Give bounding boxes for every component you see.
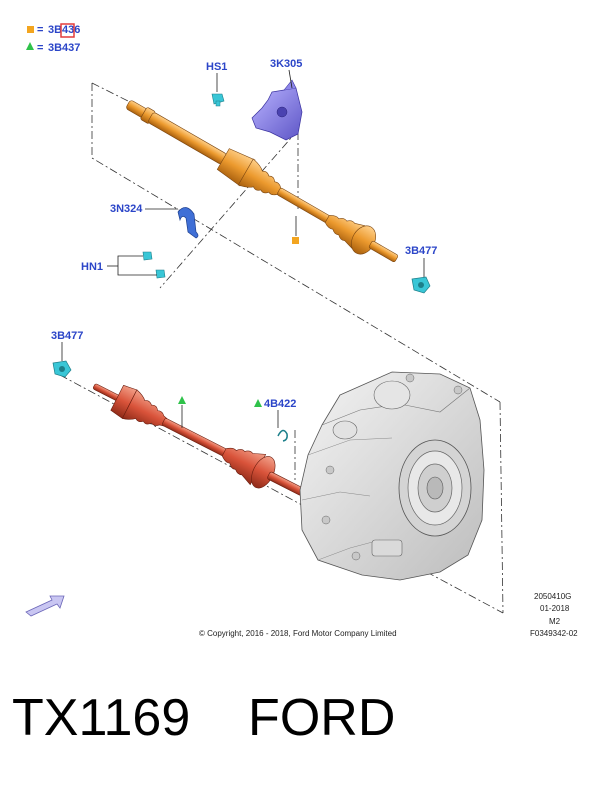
circlip-4b422-icon — [277, 429, 288, 442]
nut-3b477-upper-icon — [411, 276, 431, 294]
nut-hn1-top-icon — [142, 251, 153, 261]
label-4b422-triangle — [254, 399, 262, 407]
legend-square-ref: 3B436 — [48, 24, 80, 36]
label-hs1: HS1 — [206, 61, 227, 73]
nut-3b477-lower-icon — [52, 360, 72, 378]
label-3n324: 3N324 — [110, 203, 143, 215]
drawing-code-3: M2 — [549, 617, 561, 626]
direction-arrow-icon — [25, 595, 65, 617]
label-hn1: HN1 — [81, 261, 103, 273]
part-number-title: TX1169 FORD — [12, 689, 396, 747]
lower-drive-shaft — [93, 383, 304, 496]
legend-equals-2: = — [37, 42, 43, 54]
label-3k305: 3K305 — [270, 58, 302, 70]
legend-triangle-icon — [26, 42, 34, 50]
shaft-triangle-marker — [178, 396, 186, 404]
bracket-3k305 — [251, 79, 303, 141]
nut-hn1-bottom-icon — [155, 269, 166, 279]
copyright-text: © Copyright, 2016 - 2018, Ford Motor Com… — [199, 629, 397, 638]
clip-3n324 — [177, 207, 199, 239]
fastener-hs1-icon — [211, 93, 225, 107]
legend-triangle-ref: 3B437 — [48, 42, 80, 54]
label-4b422: 4B422 — [264, 398, 296, 410]
legend-square-icon — [27, 26, 34, 33]
label-3b477-lower: 3B477 — [51, 330, 83, 342]
exploded-parts-diagram: = 3B436 = 3B437 3K305 — [25, 23, 578, 638]
label-3b477-upper: 3B477 — [405, 245, 437, 257]
shaft-square-marker — [292, 237, 299, 244]
drawing-code-1: 2050410G — [534, 592, 571, 601]
transmission-housing — [299, 371, 485, 581]
legend-highlight-box — [60, 23, 75, 38]
drawing-code-2: 01-2018 — [540, 604, 570, 613]
legend: = 3B436 = 3B437 — [26, 23, 80, 54]
drawing-code-4: F0349342-02 — [530, 629, 578, 638]
upper-drive-shaft — [126, 100, 399, 263]
legend-equals-1: = — [37, 24, 43, 36]
